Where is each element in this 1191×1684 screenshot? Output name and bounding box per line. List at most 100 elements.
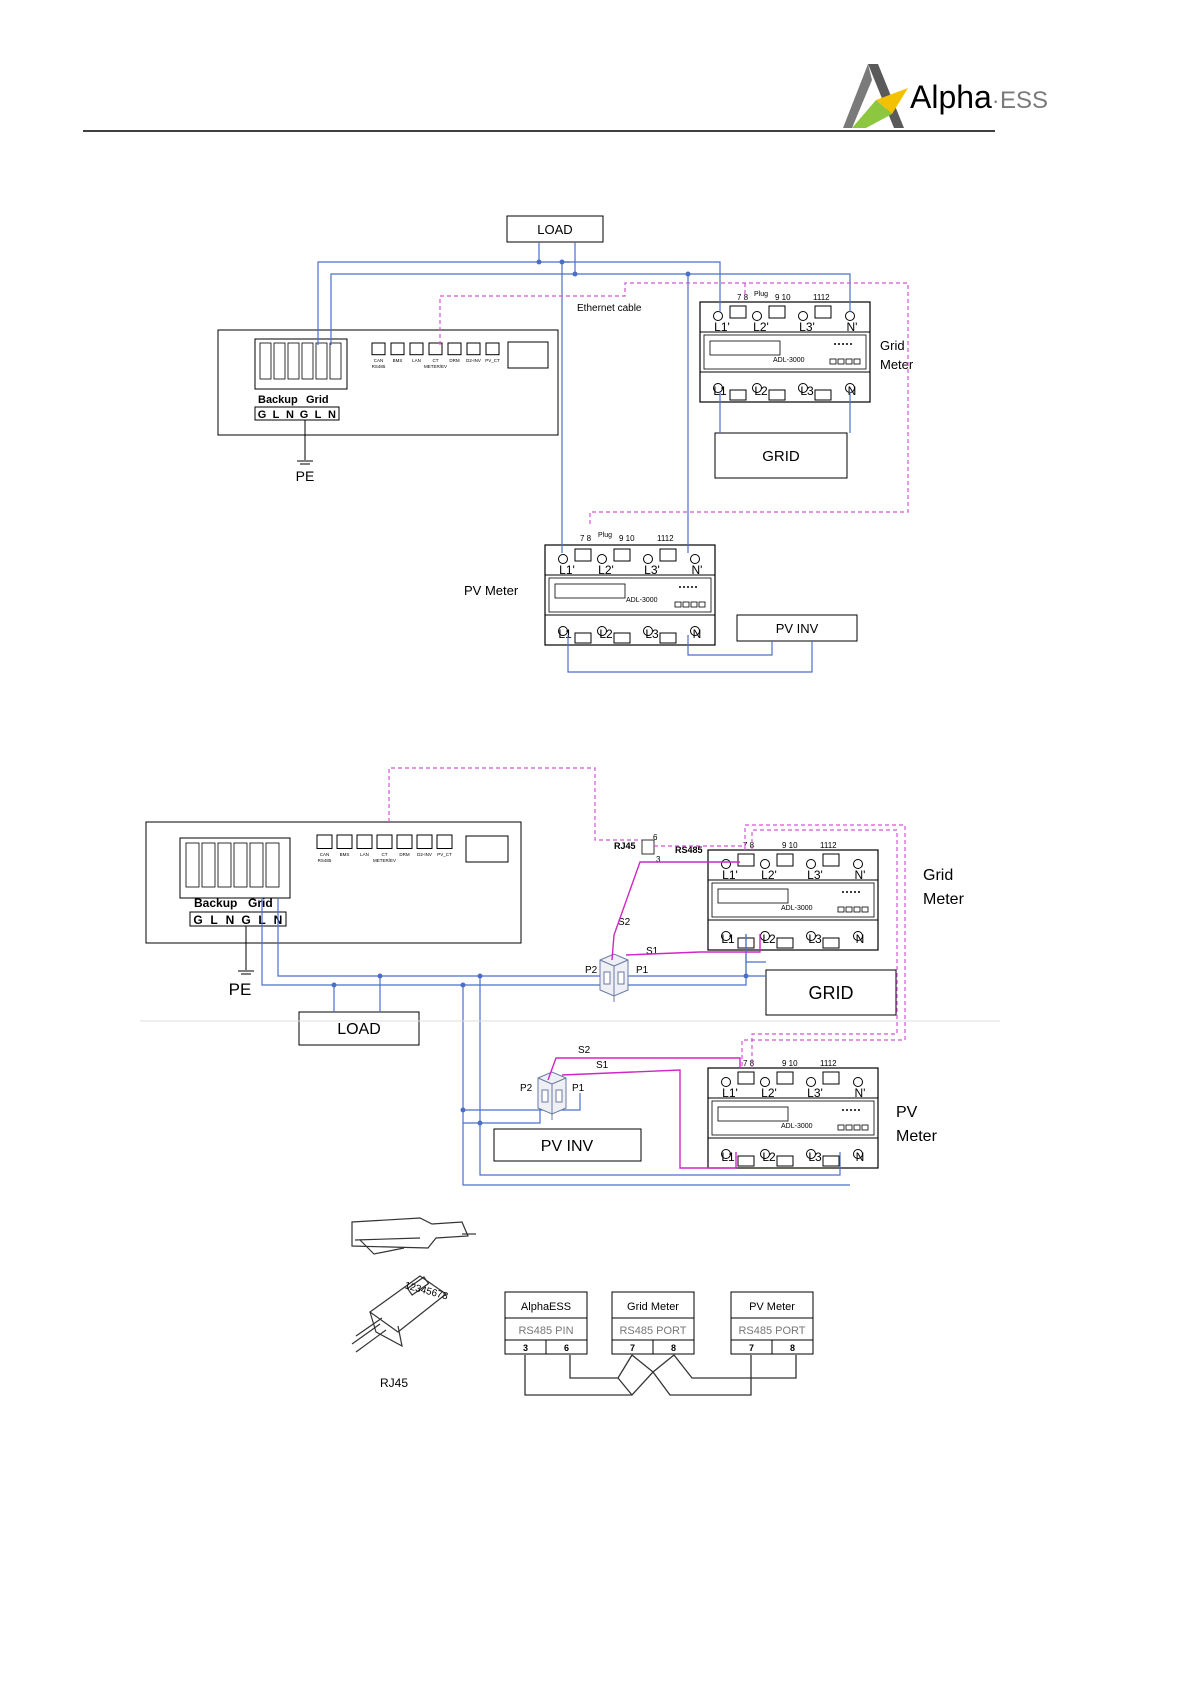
terminal-label: N: [856, 932, 865, 946]
pv-meter-model: ADL-3000: [626, 597, 658, 604]
pv-ct-p2: P2: [520, 1083, 533, 1094]
terminal-letter: G: [193, 913, 202, 927]
terminal-label: N: [693, 627, 702, 641]
terminal-label: N': [692, 563, 703, 577]
terminal-label: L1: [713, 384, 727, 398]
pv-ct-p1: P1: [572, 1083, 585, 1094]
rs485-box-title-text: PV Meter: [749, 1301, 795, 1313]
rs485-pin-cell: [771, 1339, 814, 1355]
gm2-model: ADL-3000: [781, 905, 813, 912]
pm2-model: ADL-3000: [781, 1123, 813, 1130]
rs485-pin-cell: [652, 1339, 695, 1355]
terminal-letter: G: [300, 409, 309, 421]
terminal-label: L2': [598, 563, 614, 577]
grid-meter-top-labels: L1' L2' L3' N': [714, 320, 857, 334]
terminal-letter: G: [241, 913, 250, 927]
grid-ct-s1: S1: [646, 946, 659, 957]
pv-ct-clamp-icon: [537, 1071, 567, 1121]
terminal-label: L3: [645, 627, 659, 641]
terminal-label: L3: [808, 932, 822, 946]
load-label: LOAD: [537, 222, 572, 237]
pv-meter-top-labels: L1'L2'L3'N': [559, 563, 702, 577]
ethernet-cable: [439, 282, 909, 525]
terminal-label: L2: [754, 384, 768, 398]
port-label: DRM: [449, 358, 459, 363]
terminal-label: L3': [799, 320, 815, 334]
terminal-label: L3': [807, 1086, 823, 1100]
port-label: D2-INV: [417, 852, 432, 857]
terminal-letter-strip: [254, 406, 340, 421]
pv-inv-label: PV INV: [776, 621, 819, 636]
inverter-port: [336, 834, 353, 849]
rj45-pin3: 3: [656, 855, 661, 864]
terminal-label: L2: [599, 627, 613, 641]
port-label: BMS: [340, 852, 350, 857]
rj45-plug-icon: [641, 839, 655, 855]
port-label: CAN: [320, 852, 330, 857]
rs485-label: RS485: [675, 845, 703, 855]
rs485-communication-wire: [388, 767, 906, 1068]
grid-meter2-top-labels: L1'L2'L3'N': [722, 868, 865, 882]
port-label: CT: [382, 852, 388, 857]
grid2-port-label: Grid: [248, 896, 273, 910]
gm2-pin1112: 1112: [820, 841, 837, 850]
gm2-pin78: 7 8: [743, 841, 755, 850]
inverter-port: [376, 834, 393, 849]
terminal-label: L2': [753, 320, 769, 334]
terminal-letter: N: [286, 409, 294, 421]
rs485-box-sub-text: RS485 PIN: [518, 1325, 573, 1337]
inverter-port: [436, 834, 453, 849]
terminal-label: L2': [761, 868, 777, 882]
terminal-label: L1: [721, 1150, 735, 1164]
terminal-label: L1: [721, 932, 735, 946]
terminal-label: L3': [644, 563, 660, 577]
pv-meter-pin1112: 1112: [657, 534, 674, 543]
pv-meter-label: PV Meter: [464, 583, 519, 598]
terminal-label: N': [855, 868, 866, 882]
grid-meter-model: ADL-3000: [773, 357, 805, 364]
load2-box: [298, 1011, 420, 1046]
terminal2-letter-strip: [189, 911, 287, 927]
grid-ct-s2: S2: [618, 917, 631, 928]
grid-meter-label-2: Meter: [880, 357, 914, 372]
inverter-port: [396, 834, 413, 849]
rs485-pin-cell: [545, 1339, 588, 1355]
inverter-terminal-block: [254, 338, 348, 390]
rs485-pin: 8: [790, 1343, 795, 1353]
terminal-label: L1': [722, 1086, 738, 1100]
grid-label: GRID: [762, 448, 800, 465]
ethernet-cable-label: Ethernet cable: [577, 303, 642, 314]
rs485-pin: 7: [749, 1343, 754, 1353]
port-sublabel: METER/EV: [373, 858, 396, 863]
pv-inv2-label: PV INV: [541, 1138, 594, 1155]
terminal-label: L2': [761, 1086, 777, 1100]
pm2-pin1112: 1112: [820, 1059, 837, 1068]
ct-signal-wires: [547, 861, 761, 1169]
terminal-letter: G: [258, 409, 267, 421]
terminal-label: L3: [800, 384, 814, 398]
terminal-label: N': [847, 320, 858, 334]
terminal-label: L1': [714, 320, 730, 334]
backup-label: Backup: [258, 394, 298, 406]
port-sublabel: RS485: [318, 858, 332, 863]
inverter2-terminal-block: [179, 837, 291, 899]
grid2-label: GRID: [809, 983, 854, 1003]
terminal-letter: N: [328, 409, 336, 421]
terminal-letter: N: [226, 913, 235, 927]
rs485-box-title-text: Grid Meter: [627, 1301, 679, 1313]
pv-inv2-box: [493, 1128, 642, 1162]
inverter-port: [485, 342, 500, 356]
diagram2-power-wires: [261, 898, 850, 1186]
pm2-pin910: 9 10: [782, 1059, 798, 1068]
rj45-pin6: 6: [653, 833, 658, 842]
pv-inv-box: [736, 614, 858, 642]
load2-label: LOAD: [337, 1021, 381, 1038]
terminal-label: L3: [808, 1150, 822, 1164]
grid-port-label: Grid: [306, 394, 329, 406]
